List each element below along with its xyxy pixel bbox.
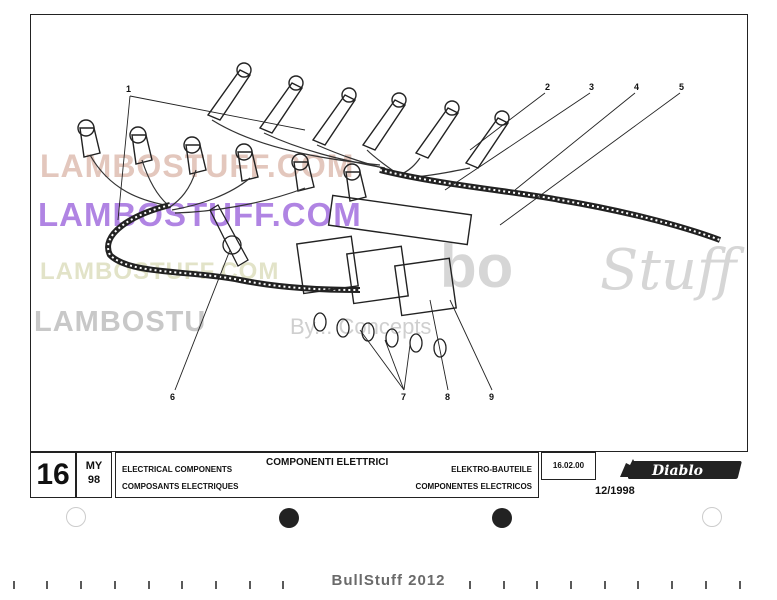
binder-hole-icon: [279, 508, 299, 528]
drawing-frame: [30, 14, 748, 452]
watermark-lambostuff-2: LAMBOSTUFF.COM: [38, 196, 362, 233]
spark-plug-boots-lower: [77, 119, 367, 202]
coil-boots: [313, 312, 447, 358]
callout-4: 4: [634, 82, 639, 92]
brand-name: Diablo: [651, 463, 703, 479]
model-year-label: MY: [85, 460, 103, 472]
spark-plug-boots-upper: [206, 62, 510, 169]
watermark-impressum: By... Concepts: [290, 314, 432, 339]
section-number: 16: [30, 452, 76, 498]
binder-hole-empty-icon: [702, 507, 722, 527]
watermark-stuff-script: Stuff: [600, 238, 737, 303]
callout-9: 9: [489, 392, 494, 402]
title-block-main: COMPONENTI ELETTRICI ELECTRICAL COMPONEN…: [115, 452, 539, 498]
callout-1: 1: [126, 84, 131, 94]
title-german: ELEKTRO-BAUTEILE: [451, 465, 532, 474]
binder-hole-icon: [492, 508, 512, 528]
conduit-ribbing: [107, 169, 721, 291]
footer-credit: BullStuff 2012: [331, 572, 446, 589]
leader-lines: [117, 92, 681, 391]
callout-3: 3: [589, 82, 594, 92]
scan-tick-marks: [13, 581, 741, 589]
page-code: 16.02.00: [541, 452, 596, 480]
callout-6: 6: [170, 392, 175, 402]
title-english: ELECTRICAL COMPONENTS: [122, 465, 233, 474]
model-year-value: 98: [87, 474, 101, 486]
ignition-leads: [89, 119, 471, 214]
title-french: COMPOSANTS ELECTRIQUES: [122, 482, 239, 491]
watermark-logo-text: bo: [440, 233, 514, 300]
ignition-coils: [295, 194, 473, 317]
diablo-logo: Diablo: [620, 459, 742, 479]
model-year-box: MY 98: [76, 452, 112, 498]
sensor-6: [209, 204, 249, 267]
callout-2: 2: [545, 82, 550, 92]
binder-hole-empty-icon: [66, 507, 86, 527]
logo-plate: [627, 461, 742, 479]
issue-date: 12/1998: [595, 485, 635, 497]
callout-5: 5: [679, 82, 684, 92]
harness-conduit: [105, 167, 722, 293]
title-italian: COMPONENTI ELETTRICI: [266, 457, 389, 468]
callout-labels: 1 2 3 4 5 6 7 8 9: [126, 82, 684, 402]
watermark-lambostuff-4: LAMBOSTU: [34, 306, 207, 338]
callout-7: 7: [401, 392, 406, 402]
callout-8: 8: [445, 392, 450, 402]
title-spanish: COMPONENTES ELECTRICOS: [415, 482, 532, 491]
